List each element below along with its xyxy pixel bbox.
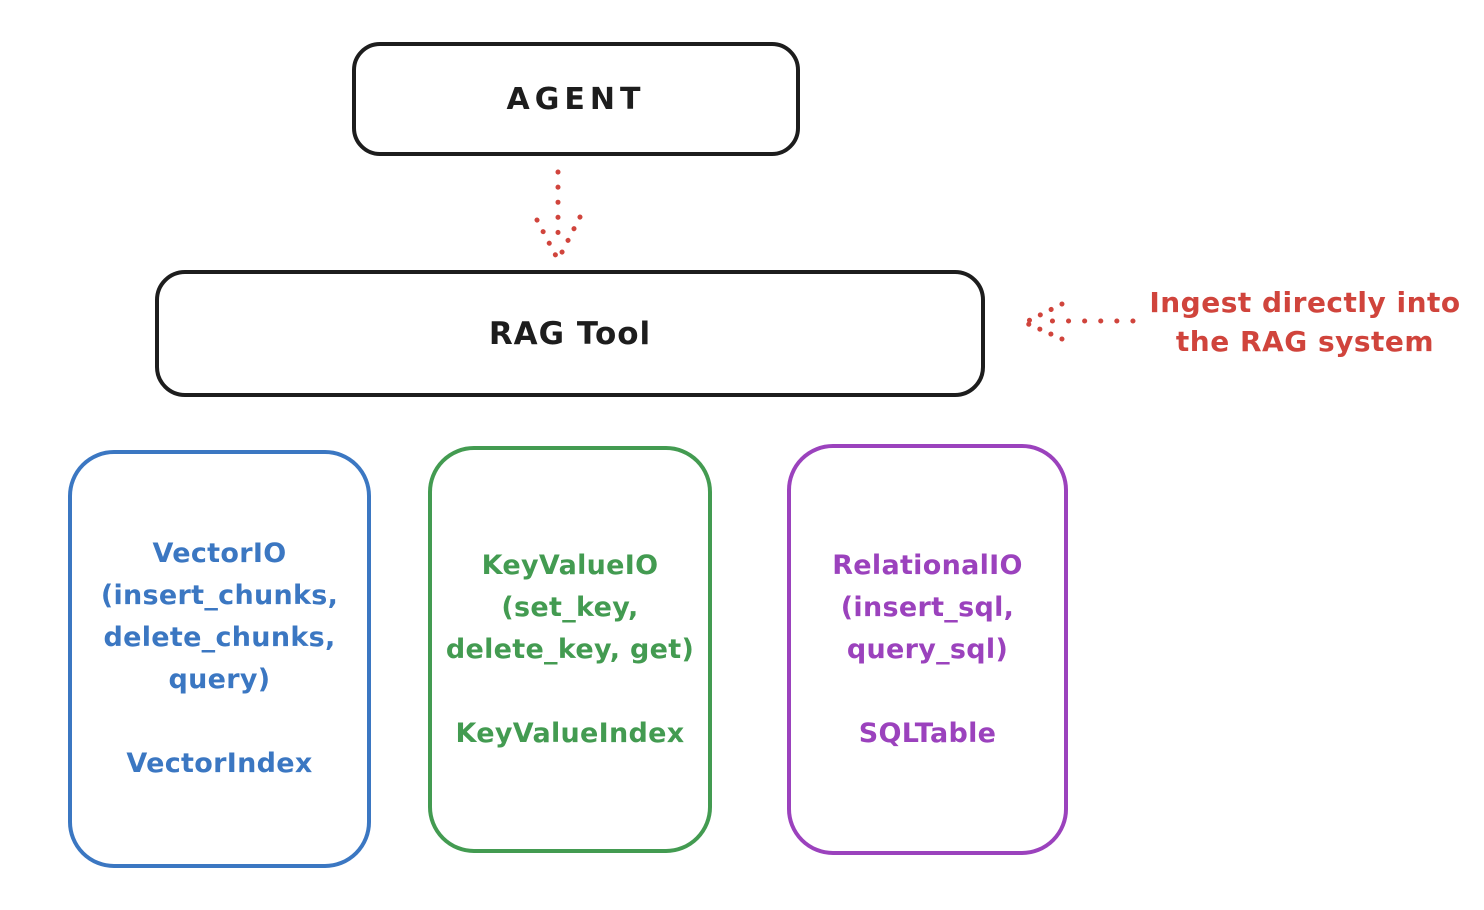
vector-io-spacer [101,701,338,743]
keyvalue-io-box: KeyValueIO (set_key, delete_key, get) Ke… [428,446,712,853]
agent-box: AGENT [352,42,800,156]
vector-io-index-label: VectorIndex [126,748,313,779]
annotation-line-2: the RAG system [1175,325,1435,358]
vector-io-line: VectorIO [152,538,287,569]
keyvalue-io-index-label: KeyValueIndex [455,717,685,749]
relational-io-line: query_sql) [846,633,1009,665]
annotation-line-1: Ingest directly into [1149,286,1461,319]
relational-io-line: (insert_sql, [840,591,1015,623]
rag-tool-box: RAG Tool [155,270,985,397]
keyvalue-io-line: KeyValueIO [481,549,659,581]
relational-io-table-label: SQLTable [858,717,997,749]
agent-label: AGENT [506,81,646,117]
rag-tool-label: RAG Tool [488,315,652,352]
vector-io-text: VectorIO (insert_chunks, delete_chunks, … [101,533,338,785]
vector-io-line: delete_chunks, [103,622,336,653]
annotation-text: Ingest directly into the RAG system [1130,283,1480,361]
relational-io-line: RelationalIO [832,549,1023,581]
relational-io-text: RelationalIO (insert_sql, query_sql) SQL… [832,545,1023,755]
vector-io-line: (insert_chunks, [100,580,339,611]
relational-io-box: RelationalIO (insert_sql, query_sql) SQL… [787,444,1068,855]
arrow-annotation-to-rag-tool-icon [1023,301,1136,342]
vector-io-box: VectorIO (insert_chunks, delete_chunks, … [68,450,371,868]
keyvalue-io-line: delete_key, get) [445,633,695,665]
arrow-agent-to-rag-tool-icon [534,169,583,261]
keyvalue-io-line: (set_key, [501,591,639,623]
vector-io-line: query) [168,664,271,695]
relational-io-spacer [832,671,1023,713]
keyvalue-io-spacer [446,671,694,713]
keyvalue-io-text: KeyValueIO (set_key, delete_key, get) Ke… [446,545,694,755]
